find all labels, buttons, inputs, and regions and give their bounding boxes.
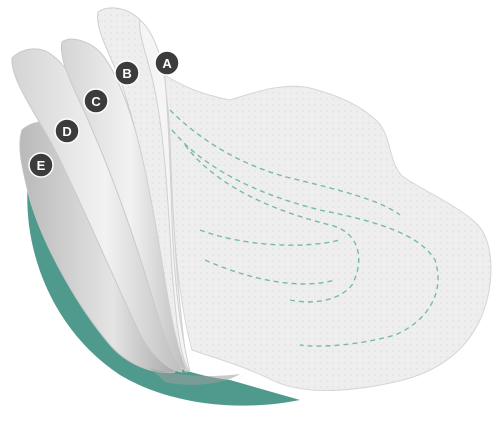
- marker-a-label: A: [162, 56, 172, 71]
- pad-main-layer: [165, 75, 491, 391]
- marker-b: B: [115, 61, 139, 85]
- marker-e-label: E: [37, 158, 46, 173]
- marker-c: C: [84, 89, 108, 113]
- marker-d: D: [55, 119, 79, 143]
- marker-e: E: [29, 153, 53, 177]
- marker-c-label: C: [91, 94, 101, 109]
- marker-d-label: D: [62, 124, 71, 139]
- marker-b-label: B: [122, 66, 131, 81]
- marker-a: A: [155, 51, 179, 75]
